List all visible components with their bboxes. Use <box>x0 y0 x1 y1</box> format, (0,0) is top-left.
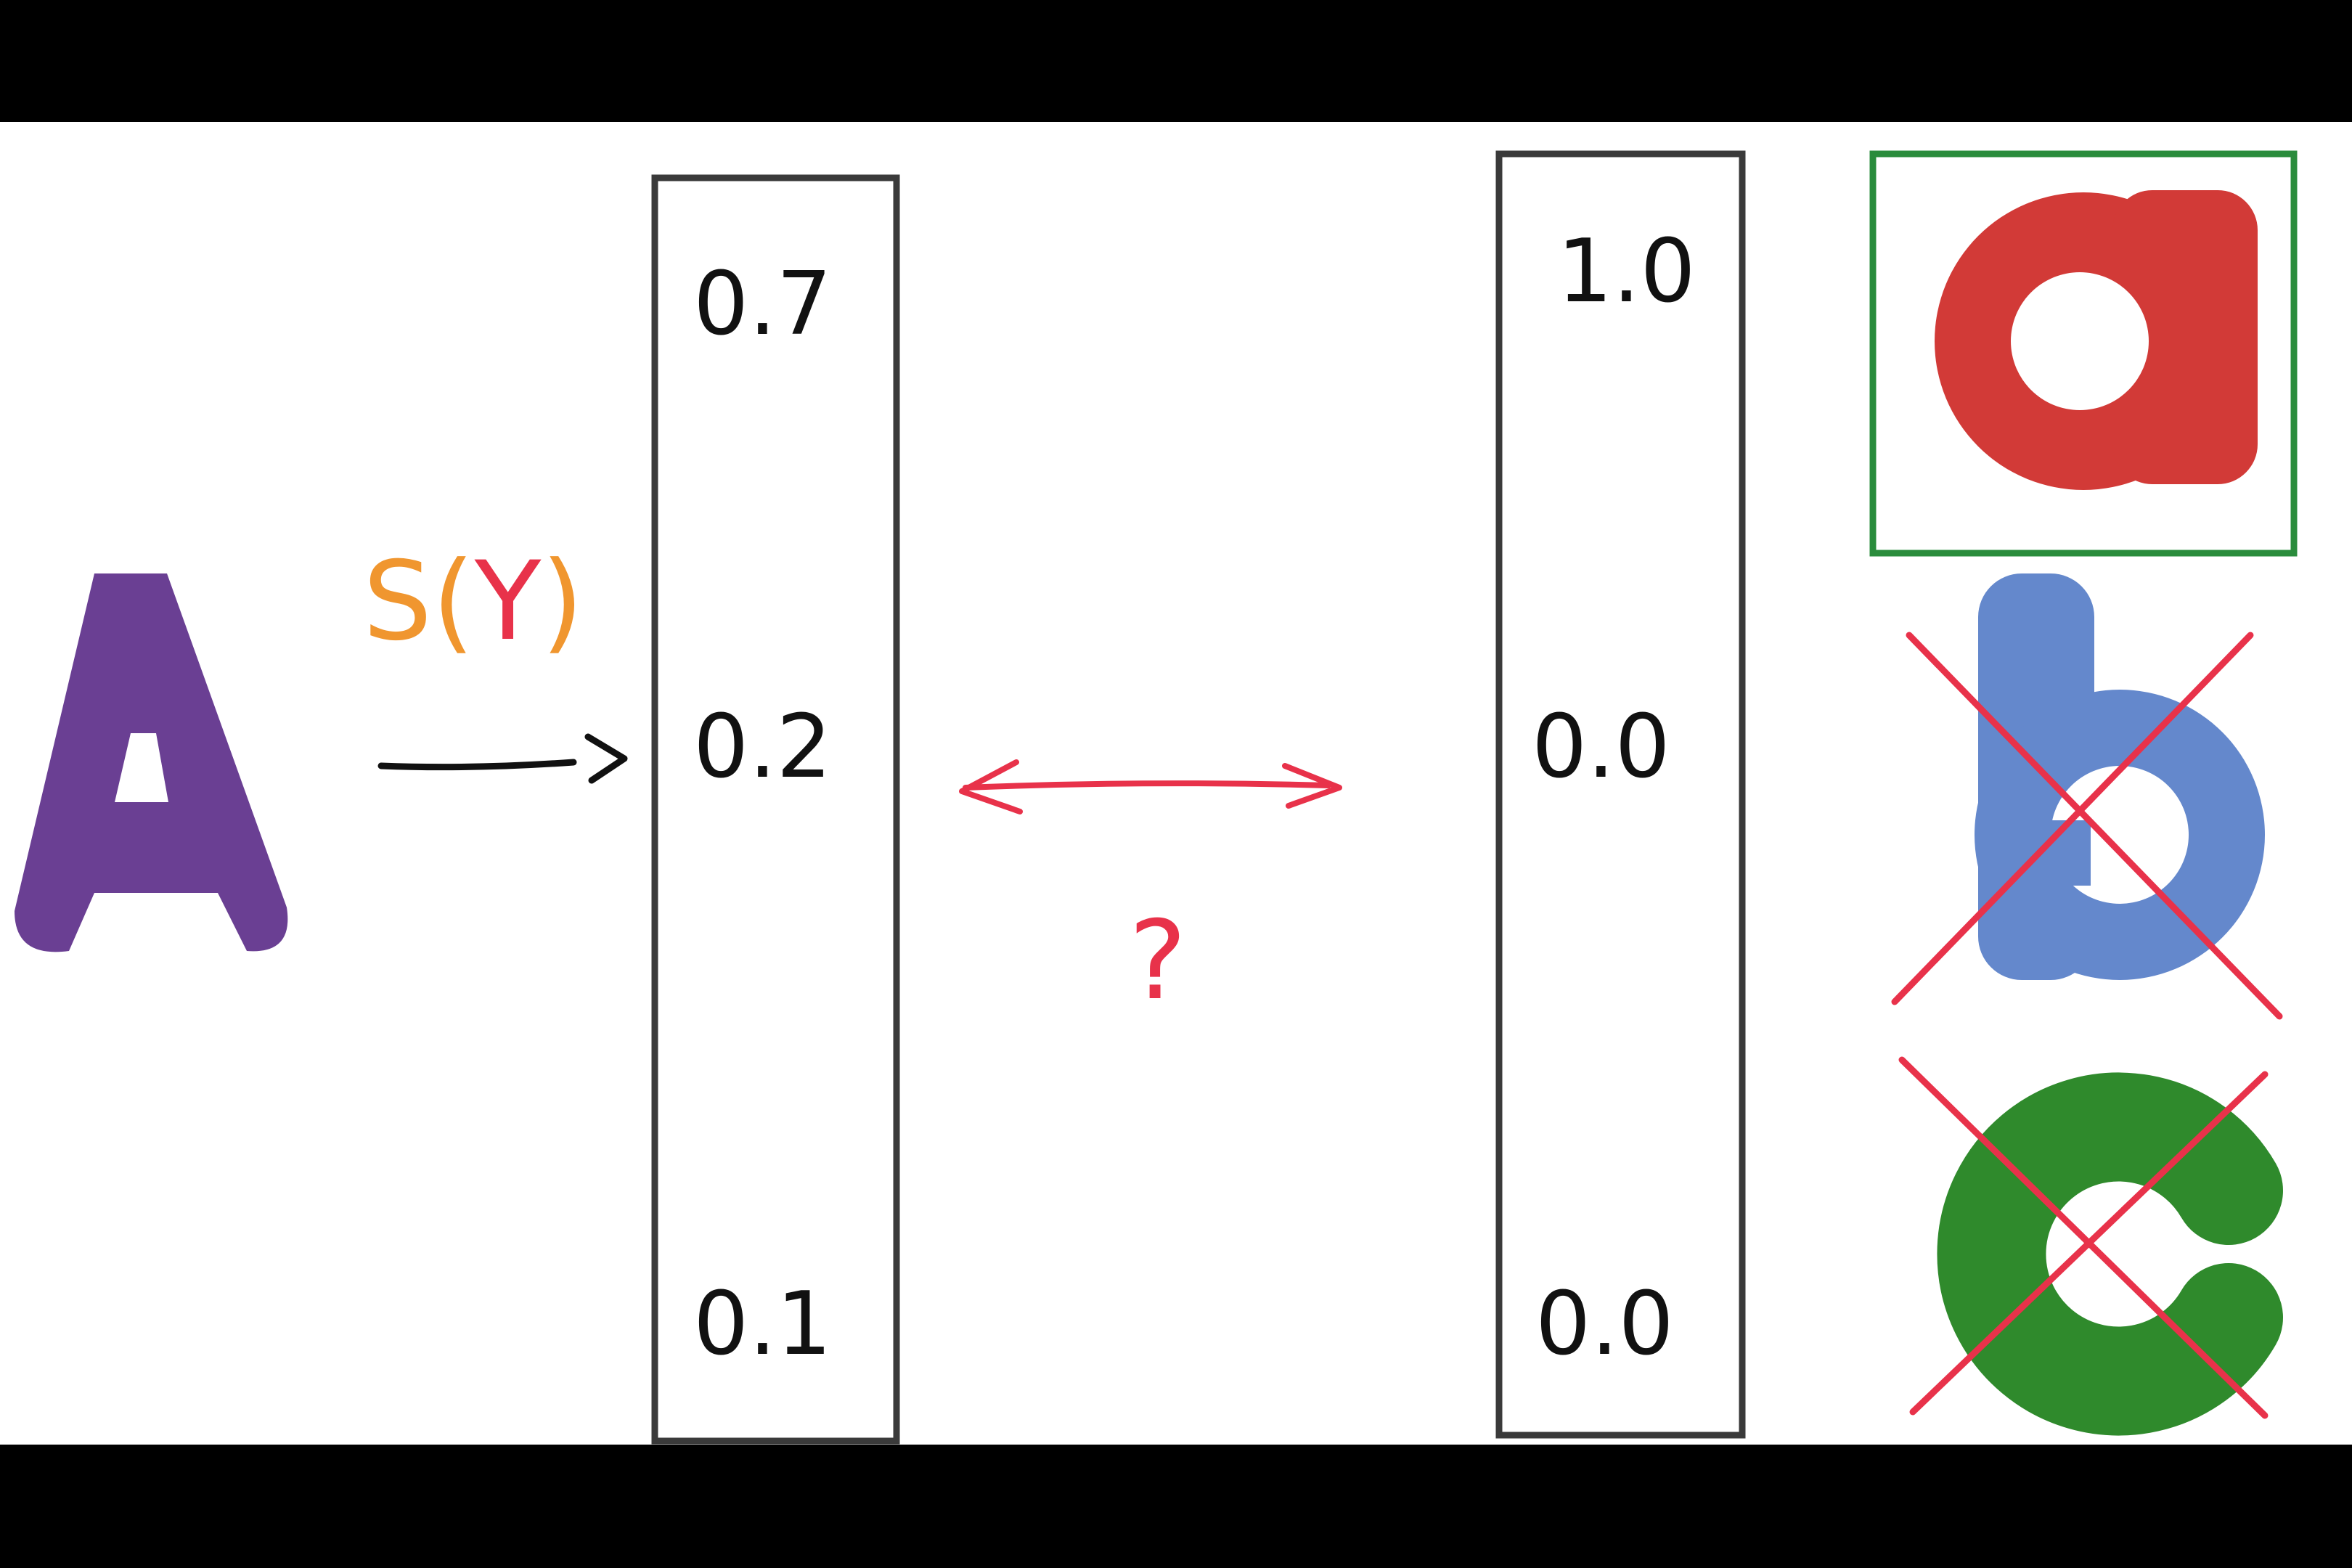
cross-mark-b <box>1891 632 2283 1020</box>
comparison-double-arrow <box>959 759 1342 814</box>
softmax-variable: Y <box>474 539 542 665</box>
purple-letter-a-magnet: A <box>15 573 288 952</box>
predicted-value-1: 0.7 <box>693 254 832 355</box>
top-letterbox <box>0 0 2352 122</box>
predicted-value-3: 0.1 <box>693 1274 832 1375</box>
softmax-prefix: S( <box>363 539 475 665</box>
cross-mark-c <box>1898 1056 2269 1419</box>
red-letter-a-magnet <box>1935 190 2258 490</box>
blue-letter-b-magnet <box>1975 573 2265 980</box>
candidate-b: b <box>1891 573 2283 1020</box>
bottom-letterbox <box>0 1445 2352 1568</box>
target-one-hot-vector <box>1495 150 1746 1439</box>
predicted-value-2: 0.2 <box>693 697 832 798</box>
candidate-c: c <box>1898 1056 2283 1436</box>
svg-text:S(Y): S(Y) <box>363 539 584 665</box>
target-value-3: 0.0 <box>1535 1274 1674 1375</box>
target-value-2: 0.0 <box>1532 697 1670 798</box>
comparison-question-mark: ? <box>1129 898 1187 1024</box>
softmax-label: S(Y) <box>363 539 584 665</box>
softmax-suffix: ) <box>541 539 584 665</box>
target-value-1: 1.0 <box>1557 221 1696 322</box>
input-arrow <box>377 733 628 784</box>
predicted-probability-vector <box>651 174 900 1445</box>
candidate-a: a <box>1869 150 2298 557</box>
selection-box <box>1869 150 2298 557</box>
green-letter-c-magnet <box>1937 1072 2283 1436</box>
